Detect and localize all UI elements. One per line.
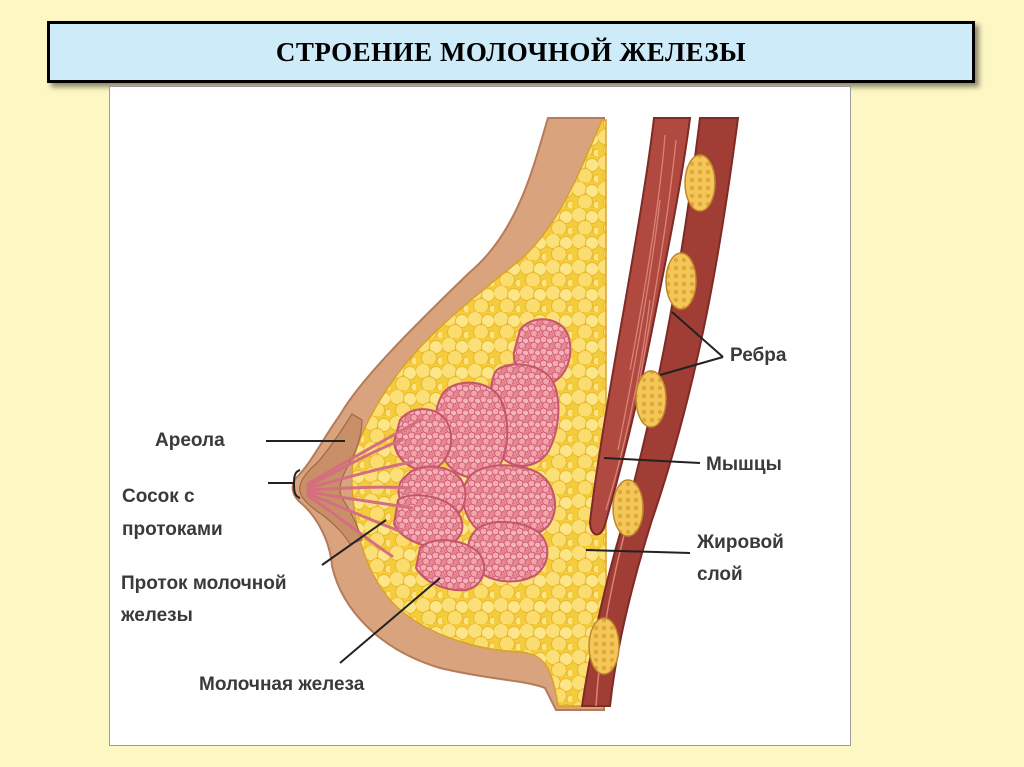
pectoral-muscle bbox=[588, 117, 692, 536]
label-areola: Ареола bbox=[155, 430, 225, 451]
label-fat-line2: слой bbox=[697, 564, 743, 585]
label-gland: Молочная железа bbox=[199, 674, 365, 695]
label-fat-line1: Жировой bbox=[697, 532, 784, 553]
leader-lines bbox=[266, 311, 724, 664]
label-ribs: Ребра bbox=[730, 345, 787, 366]
label-muscles: Мышцы bbox=[706, 454, 782, 475]
muscle-fibers bbox=[605, 134, 677, 511]
milk-ducts bbox=[306, 418, 422, 558]
label-nipple-line2: протоками bbox=[122, 519, 223, 540]
label-duct-line1: Проток молочной bbox=[121, 573, 287, 594]
label-nipple-line1: Сосок с bbox=[122, 486, 195, 507]
label-duct-line2: железы bbox=[121, 605, 193, 626]
ribs bbox=[588, 154, 716, 675]
title-box: СТРОЕНИЕ МОЛОЧНОЙ ЖЕЛЕЗЫ bbox=[47, 21, 975, 83]
page-title: СТРОЕНИЕ МОЛОЧНОЙ ЖЕЛЕЗЫ bbox=[275, 36, 747, 67]
thin-muscle-line bbox=[595, 519, 629, 707]
mammary-gland bbox=[392, 318, 572, 592]
